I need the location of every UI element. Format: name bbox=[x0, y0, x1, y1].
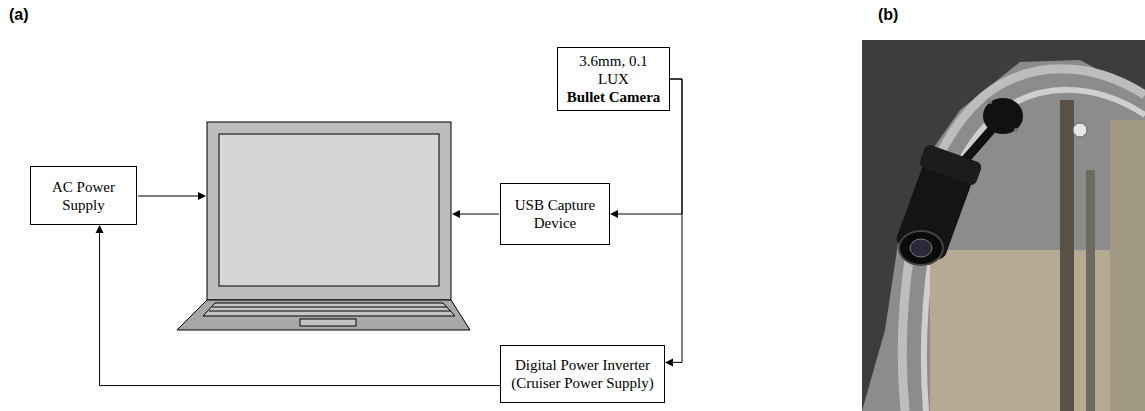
box-text: Digital Power Inverter bbox=[507, 356, 658, 374]
arrow-head bbox=[610, 210, 618, 218]
arrow-head bbox=[665, 358, 673, 366]
laptop-arrows bbox=[138, 192, 499, 218]
inverter-box: Digital Power Inverter(Cruiser Power Sup… bbox=[500, 345, 665, 403]
box-text: USB Capture Device bbox=[507, 196, 603, 232]
connector bbox=[665, 79, 682, 366]
box-text: Bullet Camera bbox=[564, 88, 663, 106]
box-text: AC Power Supply bbox=[37, 178, 130, 214]
capture-box: USB Capture Device bbox=[500, 183, 610, 245]
connector-line bbox=[670, 79, 682, 362]
box-text: (Cruiser Power Supply) bbox=[507, 374, 658, 392]
box-text: 3.6mm, 0.1 LUX bbox=[564, 52, 663, 88]
panel-label: (b) bbox=[878, 6, 898, 24]
power-box: AC Power Supply bbox=[30, 166, 137, 225]
laptop-illustration bbox=[177, 122, 470, 330]
connector bbox=[96, 225, 500, 386]
connector-line bbox=[100, 231, 500, 386]
panel-label: (a) bbox=[9, 6, 29, 24]
camera-photo bbox=[862, 40, 1145, 411]
camera-box: 3.6mm, 0.1 LUXBullet Camera bbox=[557, 47, 670, 111]
arrow-head bbox=[96, 225, 104, 233]
